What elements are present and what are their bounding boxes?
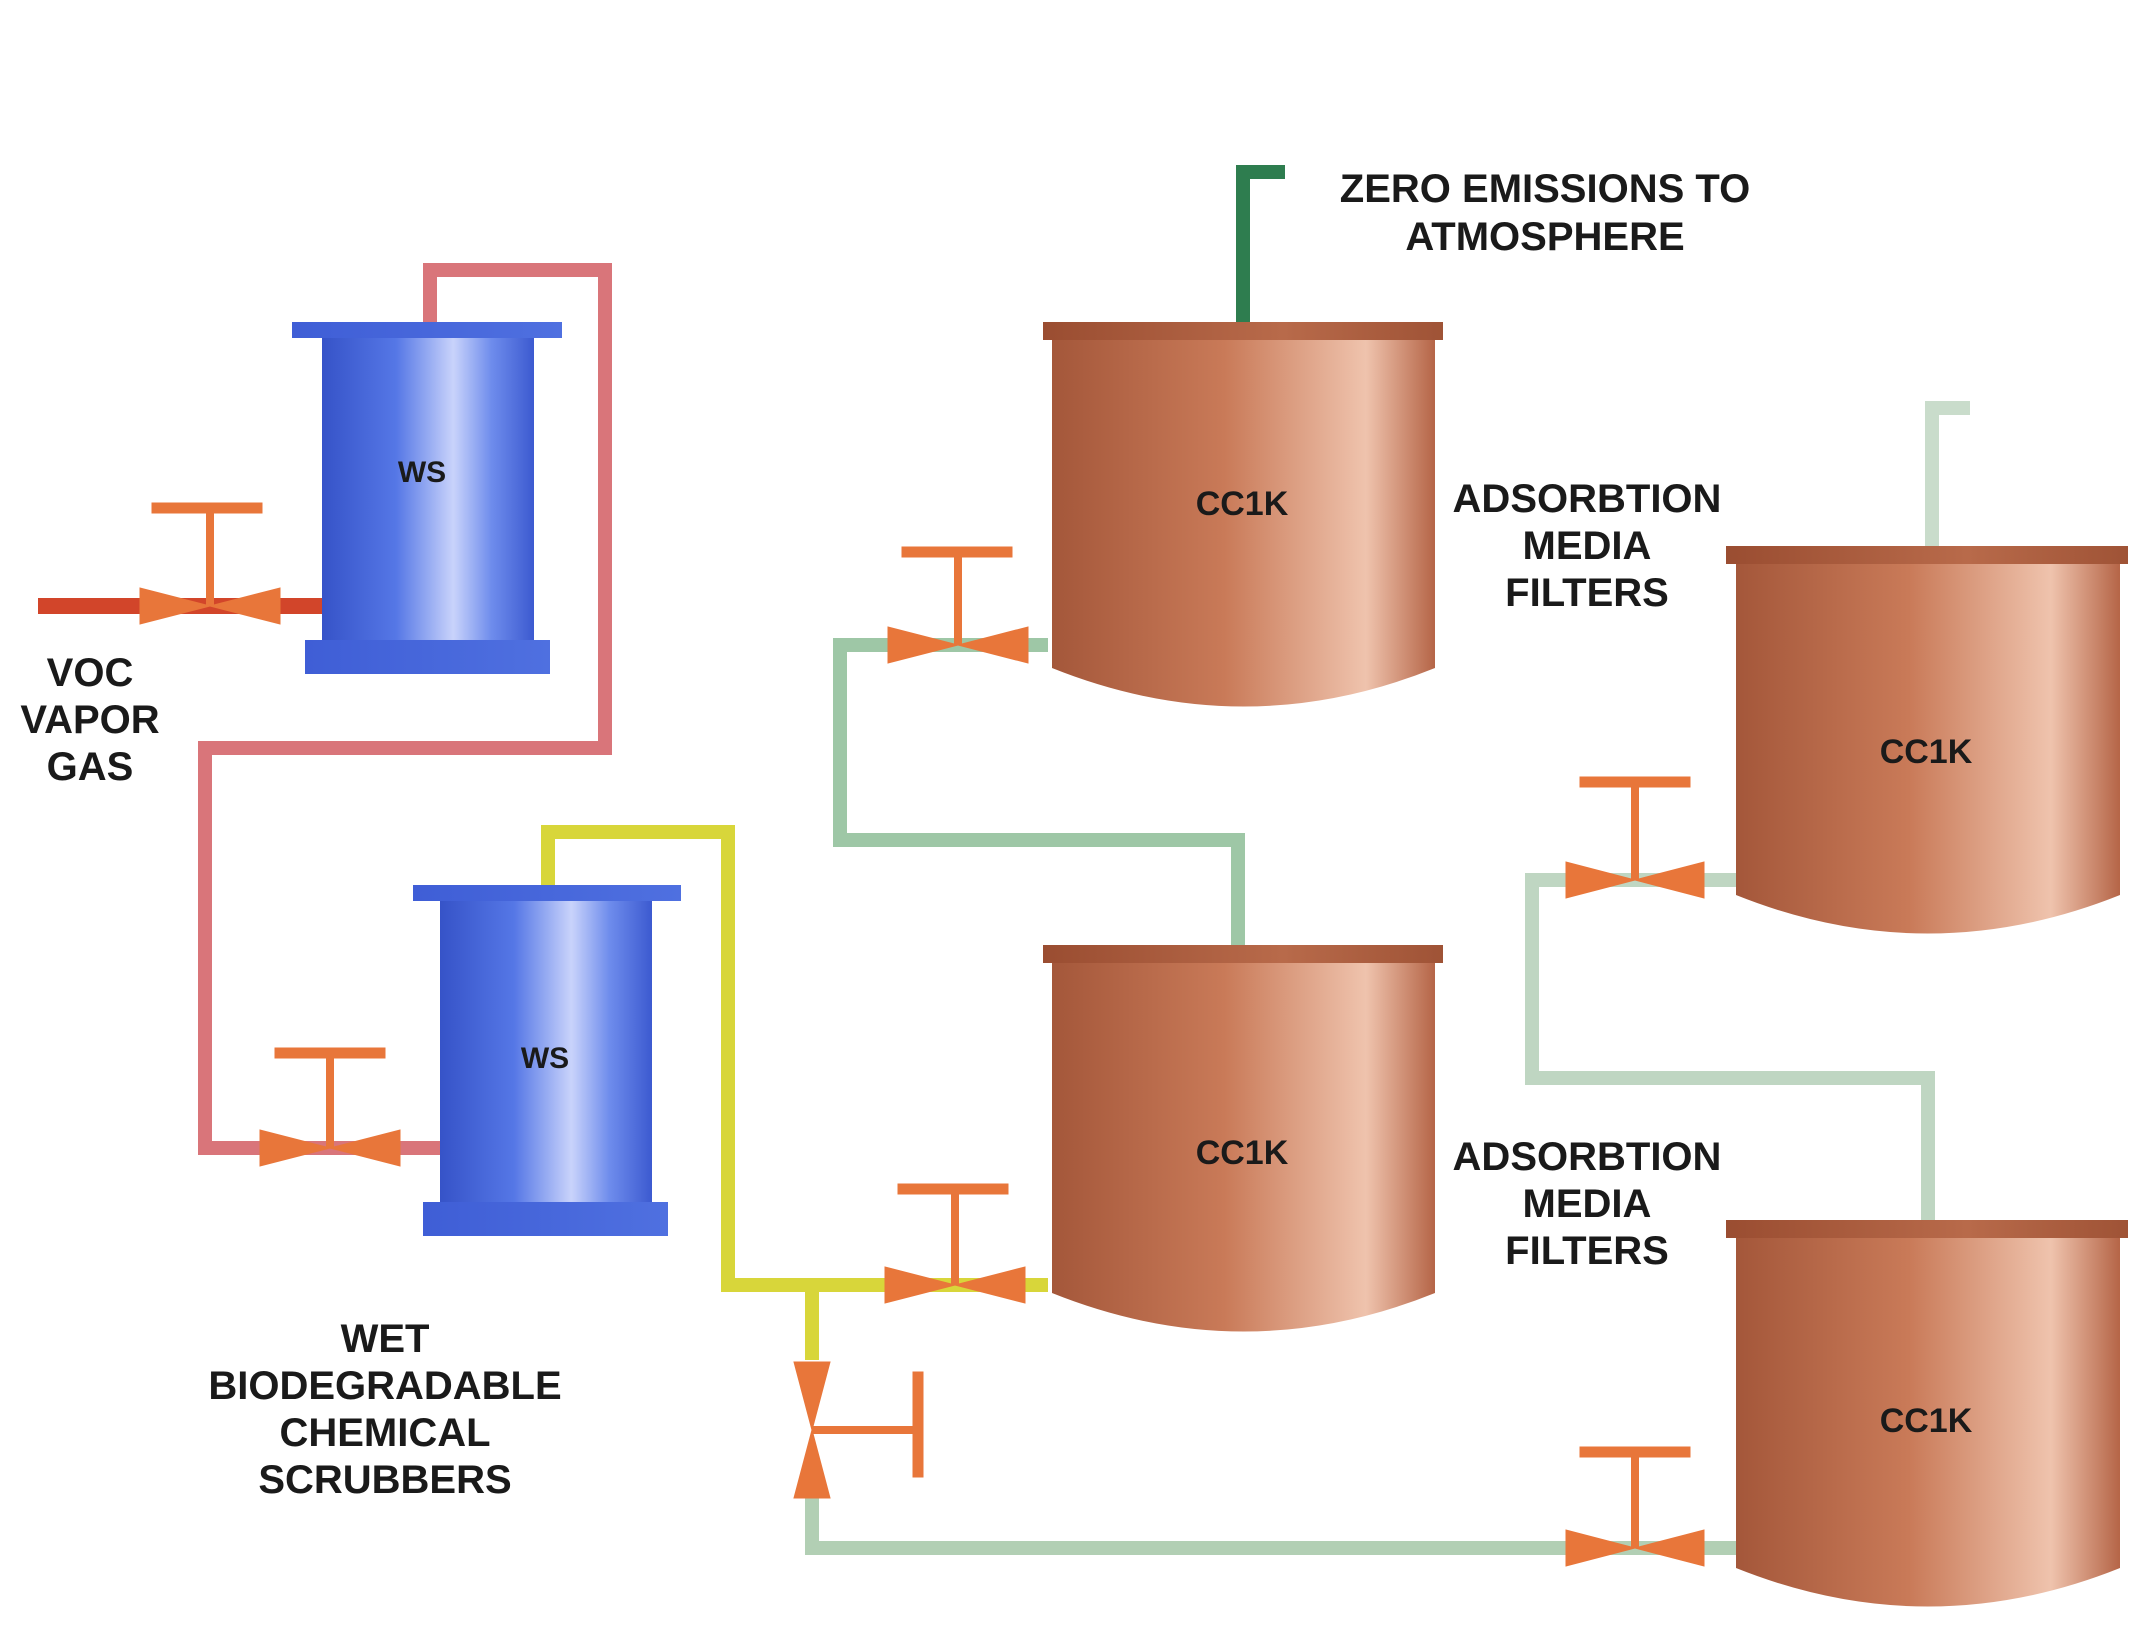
voc-line-3: GAS <box>47 745 134 789</box>
filter-tank-upper-left: CC1K <box>1043 322 1443 707</box>
exhaust-pipe-main <box>1236 165 1285 322</box>
filters-upper-line-2: MEDIA <box>1523 524 1652 568</box>
exhaust-pipe-secondary <box>1925 401 1970 548</box>
filter-tank-upper-left-label: CC1K <box>1196 485 1289 523</box>
filters-lower-line-1: ADSORBTION <box>1453 1135 1722 1179</box>
scrubbers-label: WET BIODEGRADABLE CHEMICAL SCRUBBERS <box>208 1317 561 1502</box>
filter-tank-lower-right-label: CC1K <box>1880 1402 1973 1440</box>
filters-lower-line-3: FILTERS <box>1505 1229 1669 1273</box>
zero-emissions-line-2: ATMOSPHERE <box>1405 215 1684 259</box>
valve-filter-lower-right[interactable] <box>1565 1446 1705 1567</box>
scrubber-bottom: WS <box>413 885 681 1236</box>
valve-bypass-vertical[interactable] <box>793 1361 924 1499</box>
valve-filter-upper-left[interactable] <box>887 546 1029 664</box>
filters-lower-label: ADSORBTION MEDIA FILTERS <box>1453 1135 1722 1273</box>
scrubber-top-label: WS <box>398 456 446 489</box>
voc-input-label: VOC VAPOR GAS <box>20 651 159 789</box>
filters-lower-line-2: MEDIA <box>1523 1182 1652 1226</box>
zero-emissions-line-1: ZERO EMISSIONS TO <box>1340 167 1750 211</box>
filter-tank-lower-right: CC1K <box>1726 1220 2128 1607</box>
valve-filter-lower-left[interactable] <box>884 1183 1026 1304</box>
valve-inlet[interactable] <box>139 502 281 625</box>
filter-tank-lower-left: CC1K <box>1043 945 1443 1332</box>
filters-upper-line-3: FILTERS <box>1505 571 1669 615</box>
filter-feed-pipe-lower <box>805 1470 1740 1555</box>
filter-tank-upper-right: CC1K <box>1726 546 2128 934</box>
filters-upper-label: ADSORBTION MEDIA FILTERS <box>1453 477 1722 615</box>
voc-line-2: VAPOR <box>20 698 159 742</box>
scrubbers-line-2: BIODEGRADABLE <box>208 1364 561 1408</box>
scrubber-outlet-pipe <box>541 825 1048 1360</box>
filter-tank-upper-right-label: CC1K <box>1880 733 1973 771</box>
scrubber-link-pipe <box>198 263 612 1155</box>
scrubbers-line-1: WET <box>341 1317 430 1361</box>
zero-emissions-label: ZERO EMISSIONS TO ATMOSPHERE <box>1340 167 1750 259</box>
voc-line-1: VOC <box>47 651 134 695</box>
scrubber-top: WS <box>292 322 562 674</box>
scrubber-bottom-label: WS <box>521 1042 569 1075</box>
filter-tank-lower-left-label: CC1K <box>1196 1134 1289 1172</box>
valve-scrubber-link[interactable] <box>259 1047 401 1167</box>
filters-upper-line-1: ADSORBTION <box>1453 477 1722 521</box>
scrubbers-line-4: SCRUBBERS <box>258 1458 511 1502</box>
scrubbers-line-3: CHEMICAL <box>279 1411 490 1455</box>
valve-filter-upper-right[interactable] <box>1565 776 1705 899</box>
